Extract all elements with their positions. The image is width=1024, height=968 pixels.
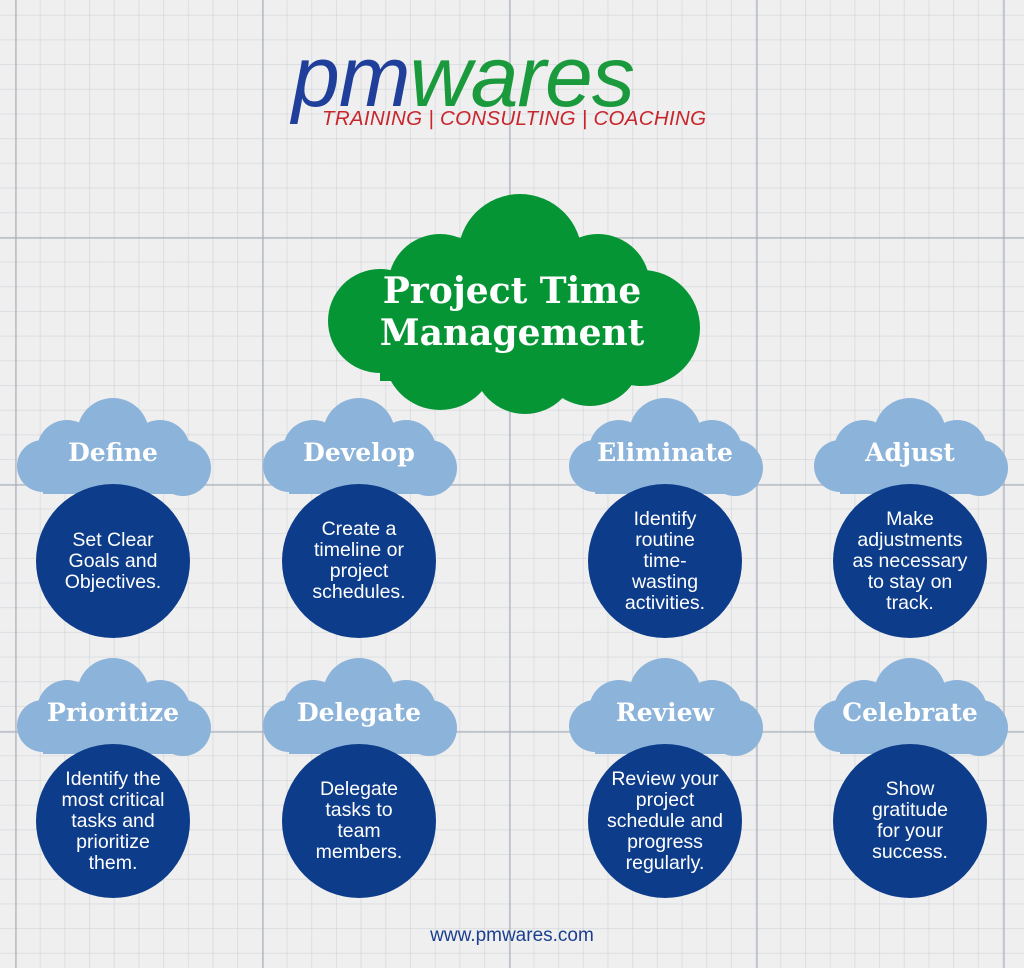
logo-word-pm: pm xyxy=(292,29,410,125)
step-title: Eliminate xyxy=(597,438,733,467)
step-circle: Identify routine time- wasting activitie… xyxy=(588,484,742,638)
step-description: Create a timeline or project schedules. xyxy=(312,518,406,603)
central-cloud-shape xyxy=(328,194,700,414)
step-title: Prioritize xyxy=(47,698,179,727)
pmwares-logo: pmwares TRAINING | CONSULTING | COACHING xyxy=(292,34,732,134)
step-description: Delegate tasks to team members. xyxy=(315,778,403,863)
footer-website-link[interactable]: www.pmwares.com xyxy=(430,925,594,946)
logo-tagline: TRAINING | CONSULTING | COACHING xyxy=(322,107,707,130)
central-title: Project Time Management xyxy=(379,270,645,354)
step-card-celebrate: Celebrate Show gratitude for your succes… xyxy=(812,656,1008,898)
step-title: Adjust xyxy=(865,438,955,467)
step-description: Set Clear Goals and Objectives. xyxy=(64,528,162,593)
logo-wordmark: pmwares xyxy=(292,34,635,120)
step-card-eliminate: Eliminate Identify routine time- wasting… xyxy=(567,396,763,638)
step-title: Celebrate xyxy=(842,698,978,727)
step-description: Identify the most critical tasks and pri… xyxy=(61,767,165,874)
step-circle: Create a timeline or project schedules. xyxy=(282,484,436,638)
step-card-develop: Develop Create a timeline or project sch… xyxy=(261,396,457,638)
step-circle: Identify the most critical tasks and pri… xyxy=(36,744,190,898)
step-description: Make adjustments as necessary to stay on… xyxy=(852,507,968,614)
step-cloud-shape xyxy=(263,658,457,756)
step-card-prioritize: Prioritize Identify the most critical ta… xyxy=(15,656,211,898)
step-cloud-shape xyxy=(814,398,1008,496)
step-circle: Delegate tasks to team members. xyxy=(282,744,436,898)
step-circle: Show gratitude for your success. xyxy=(833,744,987,898)
step-title: Review xyxy=(615,698,715,727)
step-cloud-shape xyxy=(569,398,763,496)
step-title: Delegate xyxy=(296,698,422,727)
step-cloud-shape xyxy=(17,398,211,496)
step-title: Develop xyxy=(303,438,415,467)
step-description: Review your project schedule and progres… xyxy=(606,767,723,874)
central-cloud: Project Time Management xyxy=(320,186,704,414)
step-circle: Make adjustments as necessary to stay on… xyxy=(833,484,987,638)
logo-word-wares: wares xyxy=(409,29,634,125)
step-circle: Set Clear Goals and Objectives. xyxy=(36,484,190,638)
step-card-define: Define Set Clear Goals and Objectives. xyxy=(15,396,211,638)
step-card-delegate: Delegate Delegate tasks to team members. xyxy=(261,656,457,898)
step-card-adjust: Adjust Make adjustments as necessary to … xyxy=(812,396,1008,638)
step-circle: Review your project schedule and progres… xyxy=(588,744,742,898)
step-cloud-shape xyxy=(263,398,457,496)
step-title: Define xyxy=(68,438,158,467)
step-description: Show gratitude for your success. xyxy=(872,778,948,863)
step-card-review: Review Review your project schedule and … xyxy=(567,656,763,898)
step-description: Identify routine time- wasting activitie… xyxy=(624,507,706,614)
